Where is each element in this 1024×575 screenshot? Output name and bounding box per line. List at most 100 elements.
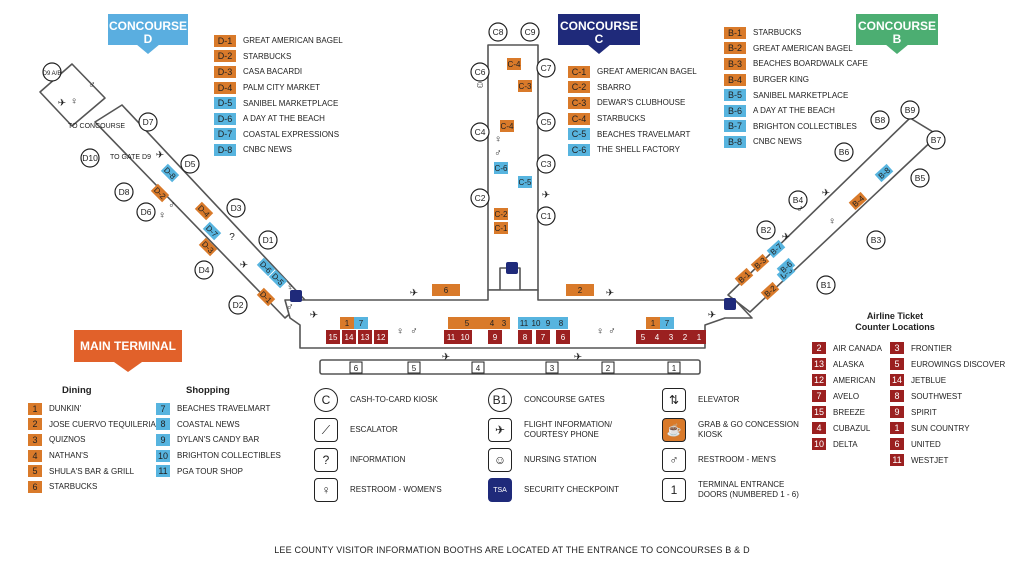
symbol-label: ESCALATOR — [350, 425, 398, 434]
symbol-item: ?INFORMATION — [314, 448, 474, 472]
security-checkpoint-icon — [724, 298, 736, 310]
concourse-b-letter: B — [892, 32, 902, 46]
gate-marker — [194, 260, 214, 280]
legend-label: BRIGHTON COLLECTIBLES — [177, 451, 281, 461]
legend-code: B-4 — [724, 73, 746, 86]
legend-code: C-1 — [568, 65, 590, 78]
legend-code: 3 — [28, 433, 42, 446]
gate-label: D5 — [185, 159, 196, 169]
shop-marker — [650, 330, 664, 344]
terminal-door-icon — [471, 361, 485, 374]
legend-label: ALASKA — [833, 359, 865, 369]
shop-marker — [354, 317, 368, 329]
legend-code: 10 — [812, 438, 826, 450]
shop-marker-label: 5 — [641, 333, 646, 342]
symbol-label: GRAB & GO CONCESSION KIOSK — [698, 420, 799, 439]
shop-marker — [256, 287, 276, 307]
amenity-icon: ✈ — [442, 352, 450, 363]
legend-label: SANIBEL MARKETPLACE — [753, 90, 849, 100]
gate-label: C1 — [541, 211, 552, 221]
legend-label: SOUTHWEST — [911, 391, 963, 401]
shop-marker-label: 6 — [444, 286, 449, 295]
security-checkpoint-icon — [290, 290, 302, 302]
shop-marker — [760, 281, 780, 301]
shop-marker-label: 3 — [669, 333, 674, 342]
legend-label: BEACHES BOARDWALK CAFE — [753, 59, 868, 69]
legend-code: C-5 — [568, 128, 590, 141]
gate-label: B1 — [821, 280, 832, 290]
to-gate-label: TO GATE D9 — [110, 154, 151, 161]
legend-code: B-1 — [724, 26, 746, 39]
legend-label: COASTAL NEWS — [177, 419, 240, 429]
airline-title-line1: Airline Ticket — [866, 311, 924, 321]
amenity-icon: ♀ — [494, 134, 502, 145]
gate-label: D1 — [263, 235, 274, 245]
amenity-icon: ♂ — [88, 80, 96, 91]
legend-label: BREEZE — [833, 407, 866, 417]
legend-code: 15 — [812, 406, 826, 418]
gate-marker — [816, 275, 836, 295]
gate-label: C6 — [475, 67, 486, 77]
gate-label: D7 — [143, 117, 154, 127]
legend-label: PGA TOUR SHOP — [177, 466, 243, 476]
legend-code: 14 — [890, 374, 904, 386]
amenity-icon: ♀ — [396, 326, 404, 337]
terminal-door-icon — [601, 361, 615, 374]
symbol-label: CONCOURSE GATES — [524, 395, 605, 404]
shop-marker — [458, 330, 472, 344]
gate-marker — [138, 112, 158, 132]
gate-label: B5 — [915, 173, 926, 183]
legend-code: 6 — [28, 480, 42, 493]
gate-marker — [470, 188, 490, 208]
legend-code: C-4 — [568, 112, 590, 125]
shop-marker — [542, 317, 554, 329]
terminal-door-icon — [667, 361, 681, 374]
concourse-d-title: CONCOURSE — [108, 19, 187, 33]
dining-title: Dining — [62, 385, 92, 396]
gate-marker — [926, 130, 946, 150]
shop-marker — [198, 237, 218, 257]
gate-label: B9 — [905, 105, 916, 115]
shop-marker-label: 11 — [520, 319, 529, 328]
gate-marker — [258, 230, 278, 250]
legend-label: BURGER KING — [753, 75, 810, 85]
legend-label: CASA BACARDI — [243, 67, 303, 77]
gate-label: C8 — [493, 27, 504, 37]
legend-label: FRONTIER — [911, 343, 952, 353]
symbol-label: RESTROOM - MEN'S — [698, 455, 776, 464]
legend-label: SANIBEL MARKETPLACE — [243, 98, 339, 108]
amenity-icon: ♀ — [70, 96, 78, 107]
shop-marker-label: 3 — [502, 319, 507, 328]
gate-marker — [910, 168, 930, 188]
shop-marker-label: 10 — [461, 333, 470, 342]
shop-marker — [326, 330, 340, 344]
shopping-title: Shopping — [186, 385, 230, 396]
legend-code: 10 — [156, 449, 170, 462]
legend-code: 7 — [812, 390, 826, 402]
legend-code: D-1 — [214, 34, 236, 47]
shop-marker-label: 10 — [532, 319, 541, 328]
legend-label: SUN COUNTRY — [911, 423, 970, 433]
shop-marker — [734, 267, 754, 287]
legend-code: 9 — [156, 433, 170, 446]
gate-label: C2 — [475, 193, 486, 203]
shop-marker-label: C-4 — [501, 122, 514, 131]
